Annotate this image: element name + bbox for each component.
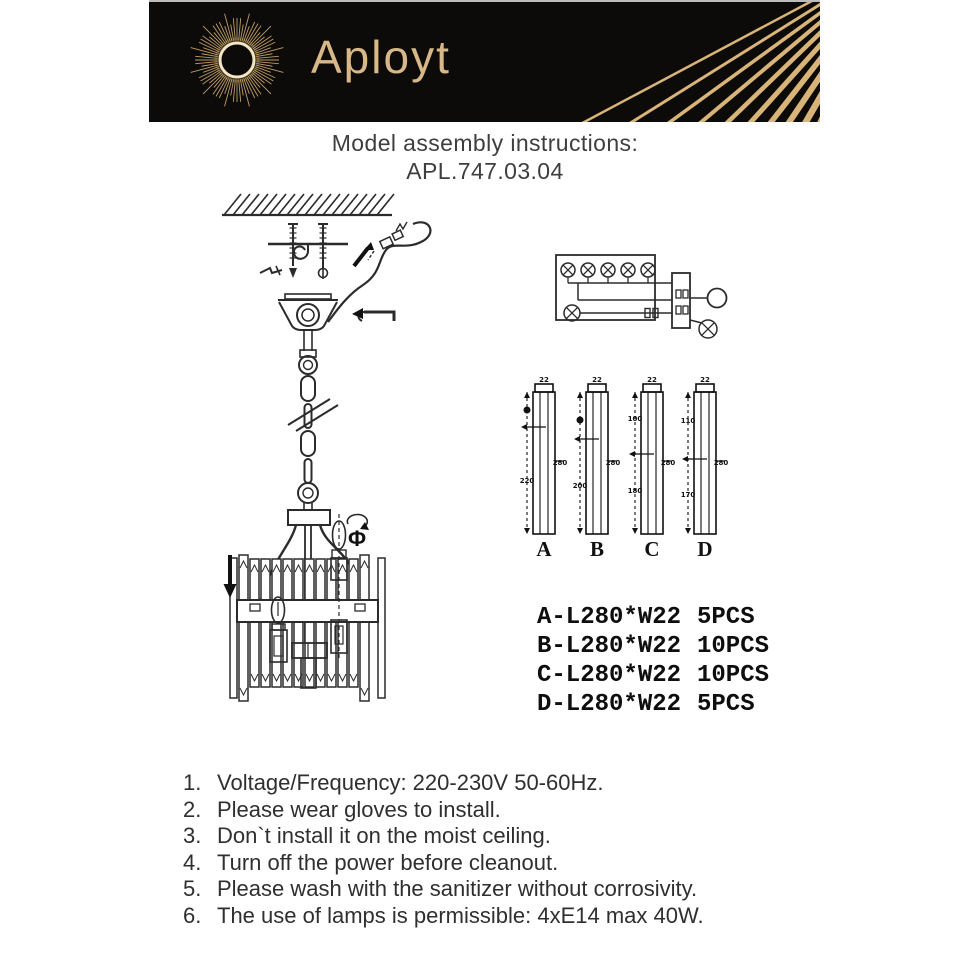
part-c-dim-upper: 100 (628, 415, 643, 423)
instruction-text: Please wear gloves to install. (217, 796, 501, 822)
part-code: A-L280*W22 (537, 604, 682, 631)
power-cord (327, 221, 432, 323)
candle-bulb-right: Φ (330, 513, 369, 658)
mounting-hardware (259, 223, 348, 279)
part-c-dim-lower: 180 (628, 487, 643, 495)
part-qty: 5PCS (697, 604, 755, 631)
part-d-label: D (697, 537, 712, 561)
part-b-dim: 200 (573, 482, 588, 490)
instruction-item: 5. Please wash with the sanitizer withou… (183, 876, 843, 903)
instruction-text: Turn off the power before cleanout. (217, 849, 559, 875)
instruction-number: 5. (183, 876, 202, 901)
title-block: Model assembly instructions: APL.747.03.… (0, 129, 970, 185)
part-d-length: 280 (714, 459, 729, 467)
wiring-diagram (555, 254, 728, 339)
crystal-drum (229, 554, 386, 702)
part-code: C-L280*W22 (537, 662, 682, 689)
sunburst-logo-icon (190, 13, 284, 107)
part-qty: 5PCS (697, 691, 755, 718)
brand-name: Aployt (311, 31, 451, 83)
part-c-label: C (644, 537, 659, 561)
instruction-number: 4. (183, 849, 202, 875)
part-b-width: 22 (592, 376, 602, 384)
instructions-list: 1. Voltage/Frequency: 220-230V 50-60Hz. … (183, 770, 843, 929)
part-a-width: 22 (539, 376, 549, 384)
part-d-dim-upper: 110 (681, 417, 696, 425)
instruction-item: 4. Turn off the power before cleanout. (183, 850, 843, 877)
instruction-text: Voltage/Frequency: 220-230V 50-60Hz. (217, 770, 604, 795)
instruction-number: 1. (183, 770, 202, 795)
instruction-text: Don`t install it on the moist ceiling. (217, 823, 551, 848)
part-a-length: 280 (553, 459, 568, 467)
canopy (278, 293, 396, 331)
part-row-b: B-L280*W22 10PCS (537, 633, 769, 662)
parts-list: A-L280*W22 5PCS B-L280*W22 10PCS C-L280*… (537, 604, 769, 720)
instruction-number: 3. (183, 823, 202, 848)
part-c-width: 22 (647, 376, 657, 384)
instruction-item: 2. Please wear gloves to install. (183, 797, 843, 824)
part-qty: 10PCS (697, 633, 770, 660)
bottom-hub (291, 642, 328, 689)
part-a-label: A (536, 537, 552, 561)
part-row-c: C-L280*W22 10PCS (537, 662, 769, 691)
part-code: B-L280*W22 (537, 633, 682, 660)
instruction-item: 3. Don`t install it on the moist ceiling… (183, 823, 843, 850)
ceiling-hatch (223, 193, 395, 216)
part-a-dim: 220 (520, 477, 535, 485)
part-row-d: D-L280*W22 5PCS (537, 691, 755, 720)
page-title: Model assembly instructions: (331, 130, 639, 156)
part-qty: 10PCS (697, 662, 770, 689)
instruction-text: Please wash with the sanitizer without c… (217, 876, 698, 901)
instruction-item: 6. The use of lamps is permissible: 4xE1… (183, 903, 843, 930)
candle-bulb-left (269, 596, 288, 663)
chain (287, 330, 339, 504)
instruction-item: 1. Voltage/Frequency: 220-230V 50-60Hz. (183, 770, 843, 797)
switch-symbol (706, 287, 728, 309)
part-d-dim-lower: 170 (681, 491, 696, 499)
part-d-width: 22 (700, 376, 710, 384)
part-row-a: A-L280*W22 5PCS (537, 604, 755, 633)
part-c-length: 280 (661, 459, 676, 467)
instruction-number: 6. (183, 902, 202, 928)
part-b-label: B (590, 537, 604, 561)
instruction-text: The use of lamps is permissible: 4xE14 m… (217, 902, 704, 928)
brand-banner: Aployt (149, 0, 820, 122)
assembly-diagram: Φ (222, 193, 432, 702)
part-code: D-L280*W22 (537, 691, 682, 718)
part-b-length: 280 (606, 459, 621, 467)
terminal-block (671, 272, 691, 329)
corner-rays-icon (581, 2, 820, 122)
instruction-number: 2. (183, 796, 202, 822)
rotate-bulb-icon: Φ (348, 526, 366, 551)
insert-down-arrow-icon (223, 555, 237, 598)
crystal-parts-diagram: 22 280 220 A 22 280 200 B 22 280 100 180… (520, 376, 729, 561)
model-number: APL.747.03.04 (406, 158, 564, 184)
